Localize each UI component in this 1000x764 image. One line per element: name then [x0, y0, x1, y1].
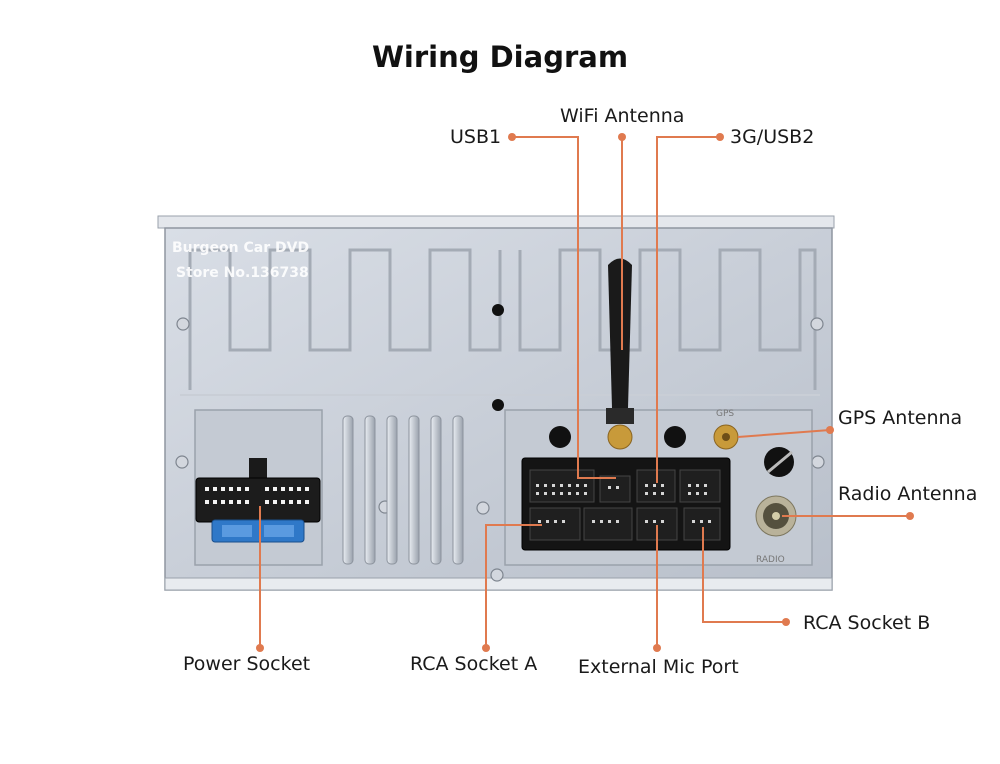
label-rca-socket-b: RCA Socket B: [803, 612, 931, 634]
gps-mark: GPS: [716, 409, 734, 419]
callout-dots: [256, 133, 914, 652]
radio-mark: RADIO: [756, 555, 785, 565]
port-hole: [664, 426, 686, 448]
vent-slots: [342, 415, 464, 565]
label-power-socket: Power Socket: [183, 653, 311, 675]
callout-lines: [259, 136, 910, 648]
label-external-mic-port: External Mic Port: [578, 656, 739, 678]
mounting-hole: [492, 304, 504, 316]
label-rca-socket-a: RCA Socket A: [410, 653, 538, 675]
diagram-title: Wiring Diagram: [371, 40, 629, 74]
power-socket-area: [194, 409, 323, 566]
gps-connector: GPS: [713, 409, 739, 450]
port-hole: [549, 426, 571, 448]
label-gps-antenna: GPS Antenna: [838, 407, 963, 429]
multi-connector-block: [521, 457, 731, 551]
heat-sink-fins: [180, 248, 820, 396]
label-3g-usb2: 3G/USB2: [730, 126, 815, 148]
mounting-hole: [492, 399, 504, 411]
watermark-line-1: Burgeon Car DVD: [172, 240, 309, 256]
wifi-antenna: [606, 258, 634, 450]
label-radio-antenna: Radio Antenna: [838, 483, 978, 505]
label-usb1: USB1: [450, 126, 502, 148]
label-wifi-antenna: WiFi Antenna: [560, 105, 685, 127]
watermark-line-2: Store No.136738: [176, 265, 309, 281]
radio-connector: RADIO: [755, 495, 797, 565]
